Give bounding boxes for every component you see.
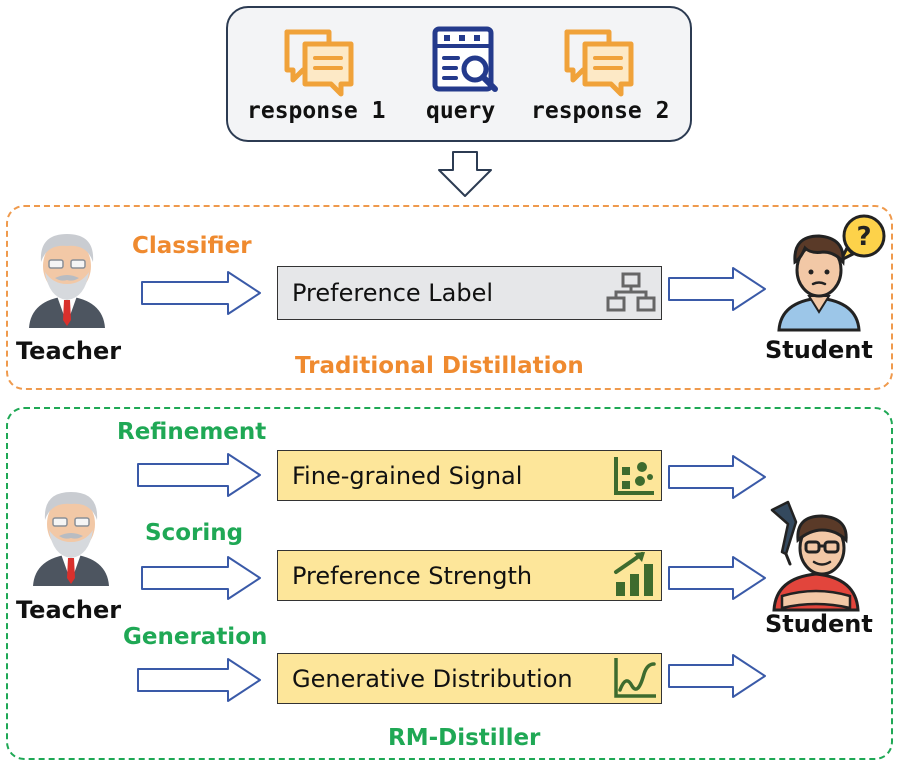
bar-chart-growth-icon — [614, 552, 653, 596]
fine-grained-signal-text: Fine-grained Signal — [292, 461, 523, 490]
right-arrow-icon — [668, 556, 766, 600]
traditional-distillation-section — [6, 205, 893, 390]
rm-distiller-section — [6, 407, 893, 760]
scoring-label: Scoring — [145, 520, 244, 546]
preference-label-text: Preference Label — [292, 279, 494, 307]
generation-label: Generation — [123, 624, 268, 650]
right-arrow-icon — [668, 267, 766, 311]
chat-icon — [564, 29, 634, 97]
teacher-label: Teacher — [16, 596, 122, 624]
preference-strength-box: Preference Strength — [277, 550, 662, 601]
teacher-label: Teacher — [16, 337, 122, 365]
teacher-icon — [33, 492, 109, 586]
refinement-label: Refinement — [117, 419, 267, 445]
right-arrow-icon — [141, 556, 261, 600]
down-arrow-icon — [438, 151, 492, 197]
right-arrow-icon — [141, 271, 261, 315]
confident-student-icon — [770, 500, 860, 612]
classifier-label: Classifier — [132, 233, 252, 259]
preference-label-box: Preference Label — [277, 266, 662, 320]
generative-distribution-text: Generative Distribution — [292, 664, 573, 693]
line-chart-icon — [614, 658, 656, 698]
teacher-icon — [29, 234, 105, 328]
svg-text:?: ? — [856, 222, 871, 252]
traditional-distillation-title: Traditional Distillation — [295, 353, 584, 379]
hierarchy-icon — [606, 272, 656, 312]
rm-distiller-title: RM-Distiller — [388, 725, 541, 751]
response-2-label: response 2 — [531, 98, 670, 124]
right-arrow-icon — [668, 654, 766, 698]
scatter-chart-icon — [614, 457, 654, 495]
preference-strength-text: Preference Strength — [292, 561, 533, 590]
chat-icon — [284, 29, 354, 97]
right-arrow-icon — [668, 455, 766, 499]
student-label: Student — [765, 336, 873, 364]
query-label: query — [426, 98, 496, 124]
search-document-icon — [432, 26, 498, 92]
confused-student-icon: ? — [777, 214, 886, 332]
student-label: Student — [765, 610, 873, 638]
response-1-label: response 1 — [247, 98, 386, 124]
right-arrow-icon — [137, 453, 261, 497]
fine-grained-signal-box: Fine-grained Signal — [277, 450, 662, 501]
generative-distribution-box: Generative Distribution — [277, 653, 662, 704]
right-arrow-icon — [137, 658, 261, 702]
